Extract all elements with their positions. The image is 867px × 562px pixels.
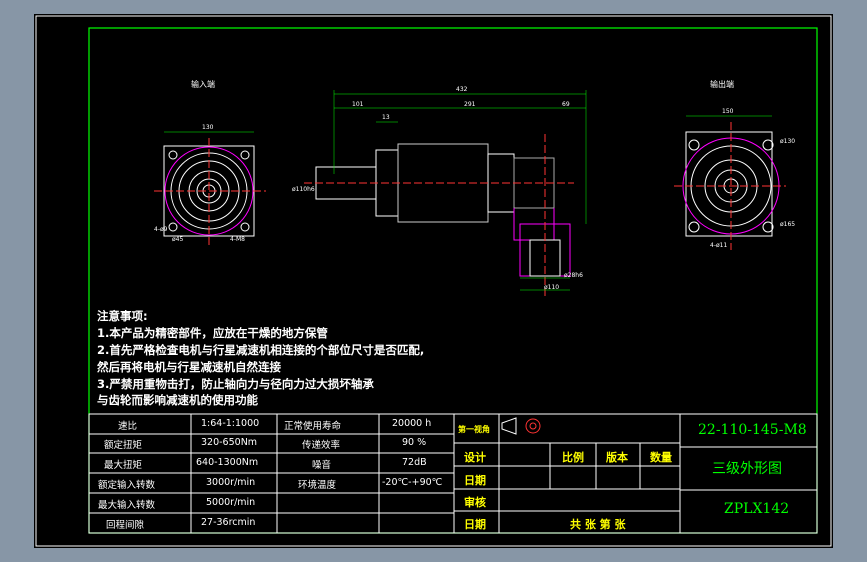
dim-13: 13 (382, 114, 390, 121)
tb-version: 版本 (606, 451, 628, 464)
spec2-label-noise: 噪音 (312, 460, 332, 471)
output-view-label: 输出端 (710, 80, 734, 89)
dim-left-d2: ø45 (172, 236, 184, 243)
drawing-sheet: 输入端 输出端 432 101 291 69 13 130 150 ø110h6… (34, 14, 833, 548)
dim-bolt-left: 4-M8 (230, 236, 245, 243)
spec2-label-temp: 环境温度 (298, 480, 337, 491)
tb-date2: 日期 (464, 518, 486, 531)
tb-review: 审核 (464, 496, 486, 509)
note-line-5: 与齿轮而影响减速机的使用功能 (97, 393, 258, 407)
dim-291: 291 (464, 101, 476, 108)
note-line-2: 2.首先严格检查电机与行星减速机相连接的个部位尺寸是否匹配, (97, 343, 425, 357)
outer-border (35, 15, 832, 547)
tb-date: 日期 (464, 474, 486, 487)
tb-drawing-no: 22-110-145-M8 (698, 422, 807, 438)
notes-heading: 注意事项: (97, 309, 148, 323)
spec-label-backlash: 回程间隙 (106, 520, 145, 531)
note-line-4: 3.严禁用重物击打，防止轴向力与径向力过大损坏轴承 (97, 377, 374, 391)
spec2-value-life: 20000 h (392, 418, 432, 429)
tb-scale: 比例 (562, 451, 584, 464)
dim-69: 69 (562, 101, 570, 108)
dim-overall: 432 (456, 86, 468, 93)
dim-left-dia: ø110h6 (292, 186, 315, 193)
tb-title: 三级外形图 (712, 461, 782, 477)
dim-bottom-1: ø28h6 (564, 272, 583, 279)
tb-quantity: 数量 (650, 451, 672, 464)
tb-projection: 第一视角 (458, 425, 490, 434)
tb-model: ZPLX142 (724, 501, 790, 517)
input-view-label: 输入端 (191, 80, 215, 89)
dim-output-width: 150 (722, 108, 734, 115)
spec-label-rated-torque: 额定扭矩 (104, 440, 143, 451)
output-end-view (674, 115, 786, 250)
dim-bottom-2: ø110 (544, 284, 560, 291)
spec-value-max-speed: 5000r/min (206, 497, 256, 508)
dim-left-bolt2: 4-ø9 (154, 226, 168, 233)
dim-input-width: 130 (202, 124, 214, 131)
spec2-label-life: 正常使用寿命 (284, 421, 342, 432)
spec-value-max-torque: 640-1300Nm (196, 457, 259, 468)
spec-value-ratio: 1:64-1:1000 (201, 418, 260, 429)
side-view (304, 90, 587, 299)
dim-101: 101 (352, 101, 364, 108)
spec2-value-efficiency: 90 % (402, 437, 427, 448)
spec-label-max-torque: 最大扭矩 (104, 460, 143, 471)
spec2-value-noise: 72dB (402, 457, 427, 468)
dim-output-pcd: ø165 (780, 221, 796, 228)
input-end-view (154, 131, 266, 246)
spec-label-ratio: 速比 (118, 421, 138, 432)
spec2-label-efficiency: 传递效率 (302, 440, 341, 451)
tb-design: 设计 (464, 451, 486, 464)
tb-sheets: 共 张 第 张 (570, 518, 626, 531)
spec-label-rated-speed: 额定输入转数 (98, 480, 156, 491)
dim-output-bolt: 4-ø11 (710, 242, 728, 249)
spec-label-max-speed: 最大输入转数 (98, 500, 156, 511)
spec-value-rated-speed: 3000r/min (206, 477, 256, 488)
spec-value-backlash: 27-36rcmin (201, 517, 256, 528)
drawing-canvas (35, 15, 832, 547)
spec-value-rated-torque: 320-650Nm (201, 437, 258, 448)
title-block (88, 413, 818, 534)
spec2-value-temp: -20℃-+90℃ (382, 477, 443, 488)
note-line-3: 然后再将电机与行星减速机自然连接 (97, 360, 281, 374)
dim-output-shaft: ø130 (780, 138, 796, 145)
note-line-1: 1.本产品为精密部件，应放在干燥的地方保管 (97, 326, 328, 340)
